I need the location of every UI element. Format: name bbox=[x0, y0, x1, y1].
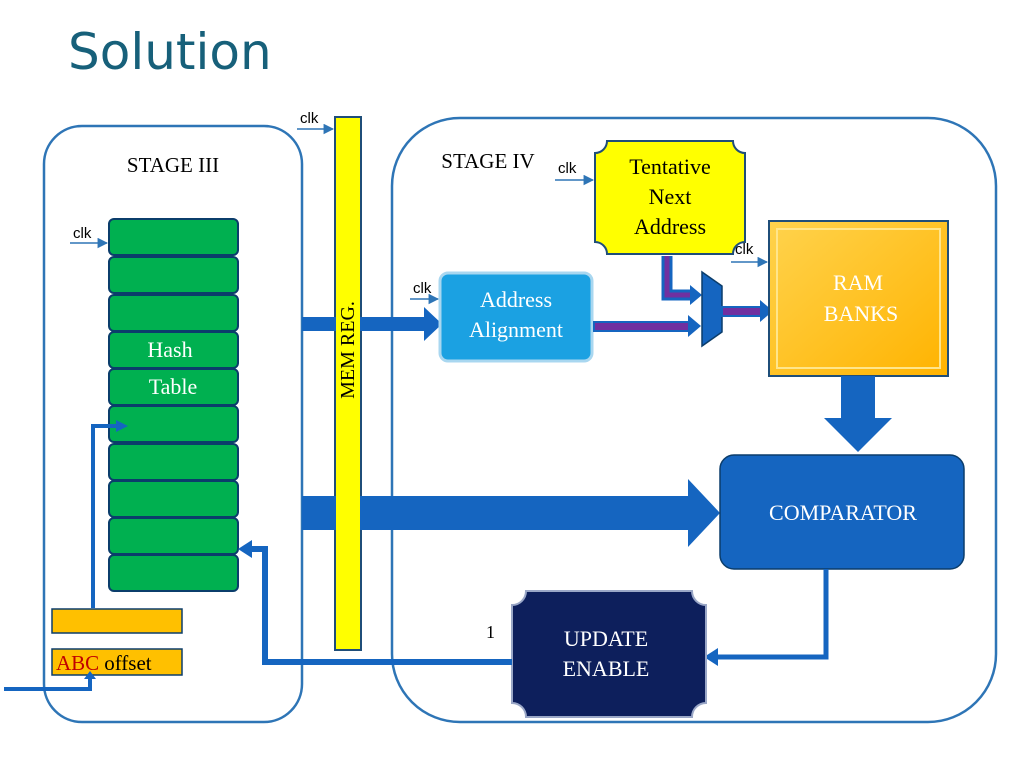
update-enable-line1: UPDATE bbox=[564, 626, 648, 651]
abc-input-line bbox=[4, 678, 92, 691]
comparator-label: COMPARATOR bbox=[769, 500, 917, 525]
address-alignment-box bbox=[438, 271, 594, 363]
hash-table-cell bbox=[108, 218, 239, 256]
update-to-hash-arrowhead bbox=[238, 540, 252, 558]
address-alignment-clk-label: clk bbox=[413, 280, 432, 297]
ram-to-comparator-arrowhead bbox=[824, 418, 892, 452]
hash-table-cell bbox=[108, 443, 239, 481]
memreg-to-comparator-shaft-left bbox=[302, 496, 336, 530]
page-title: Solution bbox=[68, 23, 272, 81]
tentative-clk-label: clk bbox=[558, 160, 577, 177]
mem-reg-clk-label: clk bbox=[300, 110, 319, 127]
ram-to-comparator-shaft bbox=[841, 376, 875, 418]
address-alignment-line2: Alignment bbox=[469, 317, 563, 342]
alignment-to-mux-arrowhead bbox=[688, 315, 701, 337]
tentative-line1: Tentative bbox=[629, 154, 711, 179]
address-alignment-line1: Address bbox=[480, 287, 552, 312]
hash-table-cell bbox=[108, 256, 239, 294]
offset-label: offset bbox=[104, 651, 152, 675]
stage3-label: STAGE III bbox=[127, 153, 219, 177]
mem-reg bbox=[334, 116, 362, 651]
memreg-to-alignment-shaft-left bbox=[302, 317, 336, 331]
tentative-to-mux-bus bbox=[661, 256, 692, 301]
tentative-next-address-box bbox=[594, 140, 746, 255]
hash-table-cell bbox=[108, 517, 239, 555]
stage4-box bbox=[390, 116, 998, 724]
comparator-box bbox=[719, 454, 965, 570]
ram-banks-line1: RAM bbox=[833, 270, 883, 295]
mux-to-ram-bus bbox=[721, 306, 763, 317]
ram-banks-clk-label: clk bbox=[735, 241, 754, 258]
abc-to-hash-arrowhead bbox=[116, 420, 128, 432]
update-enable-line2: ENABLE bbox=[563, 656, 650, 681]
ram-banks-box bbox=[768, 220, 949, 377]
update-to-hash-line bbox=[252, 546, 512, 665]
multiplexer bbox=[701, 270, 723, 348]
hash-table-label-line2: Table bbox=[149, 374, 198, 399]
hash-table-cell bbox=[108, 405, 239, 443]
abc-offset-box bbox=[51, 648, 183, 676]
hash-table-cell bbox=[108, 480, 239, 518]
tentative-line2: Next bbox=[649, 184, 692, 209]
memreg-to-comparator-shaft bbox=[360, 496, 688, 530]
tentative-line3: Address bbox=[634, 214, 706, 239]
comparator-to-update-line bbox=[716, 569, 829, 660]
hash-table-clk-label: clk bbox=[73, 225, 92, 242]
memreg-to-comparator-arrowhead bbox=[688, 479, 720, 547]
hash-table-cell bbox=[108, 294, 239, 332]
update-enable-box bbox=[511, 590, 707, 718]
mem-reg-label: MEM REG. bbox=[337, 301, 359, 399]
update-enable-input-label: 1 bbox=[486, 622, 495, 642]
hash-table-label-line1: Hash bbox=[147, 337, 192, 362]
abc-input-arrowhead bbox=[84, 671, 96, 679]
abc-label: ABC bbox=[56, 651, 99, 675]
ram-banks-line2: BANKS bbox=[824, 301, 899, 326]
memreg-to-alignment-shaft bbox=[360, 317, 426, 331]
abc-to-hash-line bbox=[91, 424, 118, 608]
memreg-to-alignment-arrowhead bbox=[424, 307, 442, 341]
tentative-to-mux-bus-core bbox=[664, 256, 692, 298]
stage4-label: STAGE IV bbox=[441, 149, 534, 173]
abc-register bbox=[51, 608, 183, 634]
ram-banks-bevel bbox=[776, 228, 941, 369]
mux-to-ram-arrowhead bbox=[760, 300, 773, 322]
hash-table-cell bbox=[108, 554, 239, 592]
hash-table bbox=[108, 218, 239, 592]
comparator-to-update-arrowhead bbox=[704, 648, 718, 666]
alignment-to-mux-bus bbox=[593, 321, 691, 332]
tentative-to-mux-arrowhead bbox=[690, 285, 702, 305]
stage3-box bbox=[42, 124, 304, 724]
